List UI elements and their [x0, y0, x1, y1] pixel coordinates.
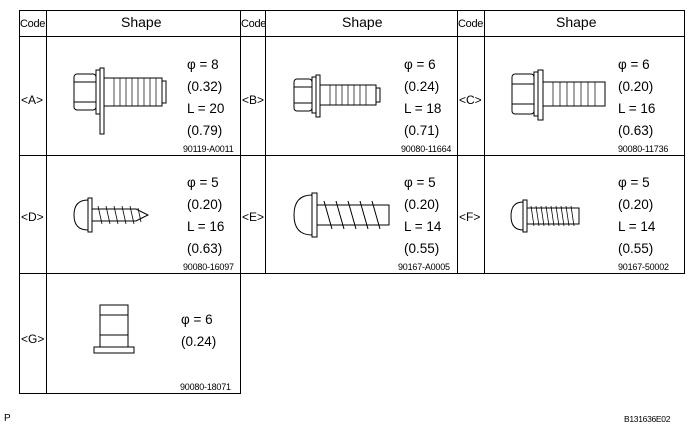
header-code: Code — [20, 18, 46, 30]
part-number: 90167-A0005 — [398, 262, 450, 272]
table-border — [19, 10, 20, 394]
table-border — [484, 10, 485, 274]
part-number: 90080-16097 — [183, 262, 234, 272]
header-shape: Shape — [121, 14, 162, 30]
table-border — [19, 393, 241, 394]
flange-nut-icon — [93, 304, 135, 354]
spec-values: φ = 6 (0.20) L = 16 (0.63) — [618, 57, 656, 138]
code-label: <D> — [21, 210, 44, 224]
table-border — [684, 10, 685, 274]
table-border — [19, 155, 685, 156]
pan-head-fine-thread-screw-icon — [510, 199, 580, 233]
spec-values: φ = 8 (0.32) L = 20 (0.79) — [187, 57, 225, 138]
part-number: 90080-11736 — [618, 144, 669, 154]
part-number: 90119-A0011 — [183, 144, 234, 154]
header-shape: Shape — [556, 14, 597, 30]
code-label: <G> — [21, 332, 45, 346]
spec-values: φ = 6 (0.24) L = 18 (0.71) — [404, 57, 442, 138]
header-shape: Shape — [342, 14, 383, 30]
part-number: 90080-11664 — [401, 144, 452, 154]
code-label: <A> — [21, 93, 44, 107]
spec-values: φ = 5 (0.20) L = 14 (0.55) — [618, 175, 656, 256]
table-border — [240, 10, 241, 394]
spec-values: φ = 5 (0.20) L = 16 (0.63) — [187, 175, 225, 256]
figure-id: B131636E02 — [624, 414, 671, 424]
spec-values: φ = 5 (0.20) L = 14 (0.55) — [404, 175, 442, 256]
hex-bolt-with-washer-icon — [511, 69, 606, 121]
part-number: 90167-50002 — [618, 262, 669, 272]
spec-values: φ = 6 (0.24) — [181, 312, 217, 349]
code-label: <B> — [242, 93, 265, 107]
table-border — [19, 10, 685, 11]
table-border — [265, 10, 266, 274]
table-border — [46, 10, 47, 394]
table-border — [457, 10, 458, 274]
footer-left-label: P — [4, 413, 11, 424]
part-number: 90080-18071 — [180, 382, 231, 392]
pan-head-coarse-screw-icon — [293, 192, 390, 238]
table-border — [19, 273, 685, 274]
header-code: Code — [241, 18, 267, 30]
header-code: Code — [458, 18, 484, 30]
code-label: <E> — [242, 210, 265, 224]
hex-bolt-with-washer-icon — [293, 74, 381, 118]
pan-head-tapping-screw-icon — [73, 197, 150, 233]
table-border — [19, 36, 685, 37]
flanged-hex-bolt-with-washer-icon — [73, 67, 167, 135]
code-label: <F> — [459, 210, 481, 224]
code-label: <C> — [459, 93, 482, 107]
